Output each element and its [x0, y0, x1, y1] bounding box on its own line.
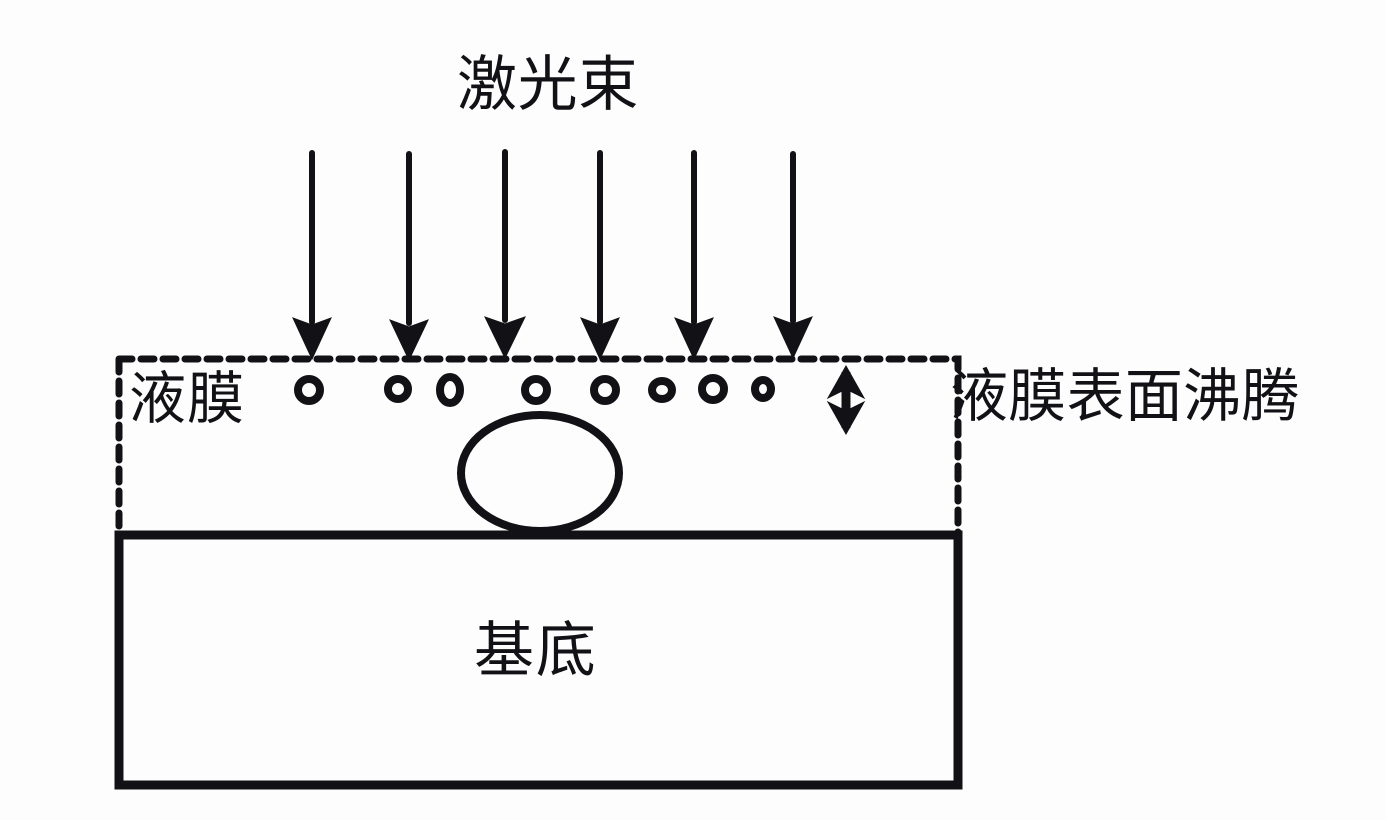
- small-bubble: [521, 375, 551, 405]
- large-bubble: [457, 411, 623, 535]
- small-bubble: [590, 375, 620, 405]
- laser-beam-arrow: [292, 150, 332, 361]
- small-bubble: [648, 377, 676, 403]
- laser-beam-title: 激光束: [457, 52, 639, 118]
- laser-beam-arrow: [674, 150, 714, 361]
- oscillation-double-arrow-icon: [826, 364, 866, 436]
- substrate-label: 基底: [474, 618, 598, 684]
- substrate-block: [114, 530, 963, 790]
- small-bubble: [751, 376, 775, 402]
- small-bubble-group: [294, 373, 775, 407]
- small-bubble: [436, 373, 464, 407]
- small-bubble: [384, 375, 412, 403]
- laser-beam-group: [292, 149, 813, 362]
- laser-beam-arrow: [484, 149, 526, 360]
- laser-beam-arrow: [580, 150, 620, 361]
- small-bubble: [698, 374, 728, 404]
- liquid-film-boundary: [115, 355, 962, 538]
- laser-beam-arrow: [389, 151, 429, 362]
- laser-beam-arrow: [773, 151, 813, 360]
- liquid-film-label: 液膜: [129, 368, 246, 431]
- liquid-film-surface-boiling-label: 液膜表面沸腾: [950, 364, 1300, 429]
- small-bubble: [294, 375, 324, 405]
